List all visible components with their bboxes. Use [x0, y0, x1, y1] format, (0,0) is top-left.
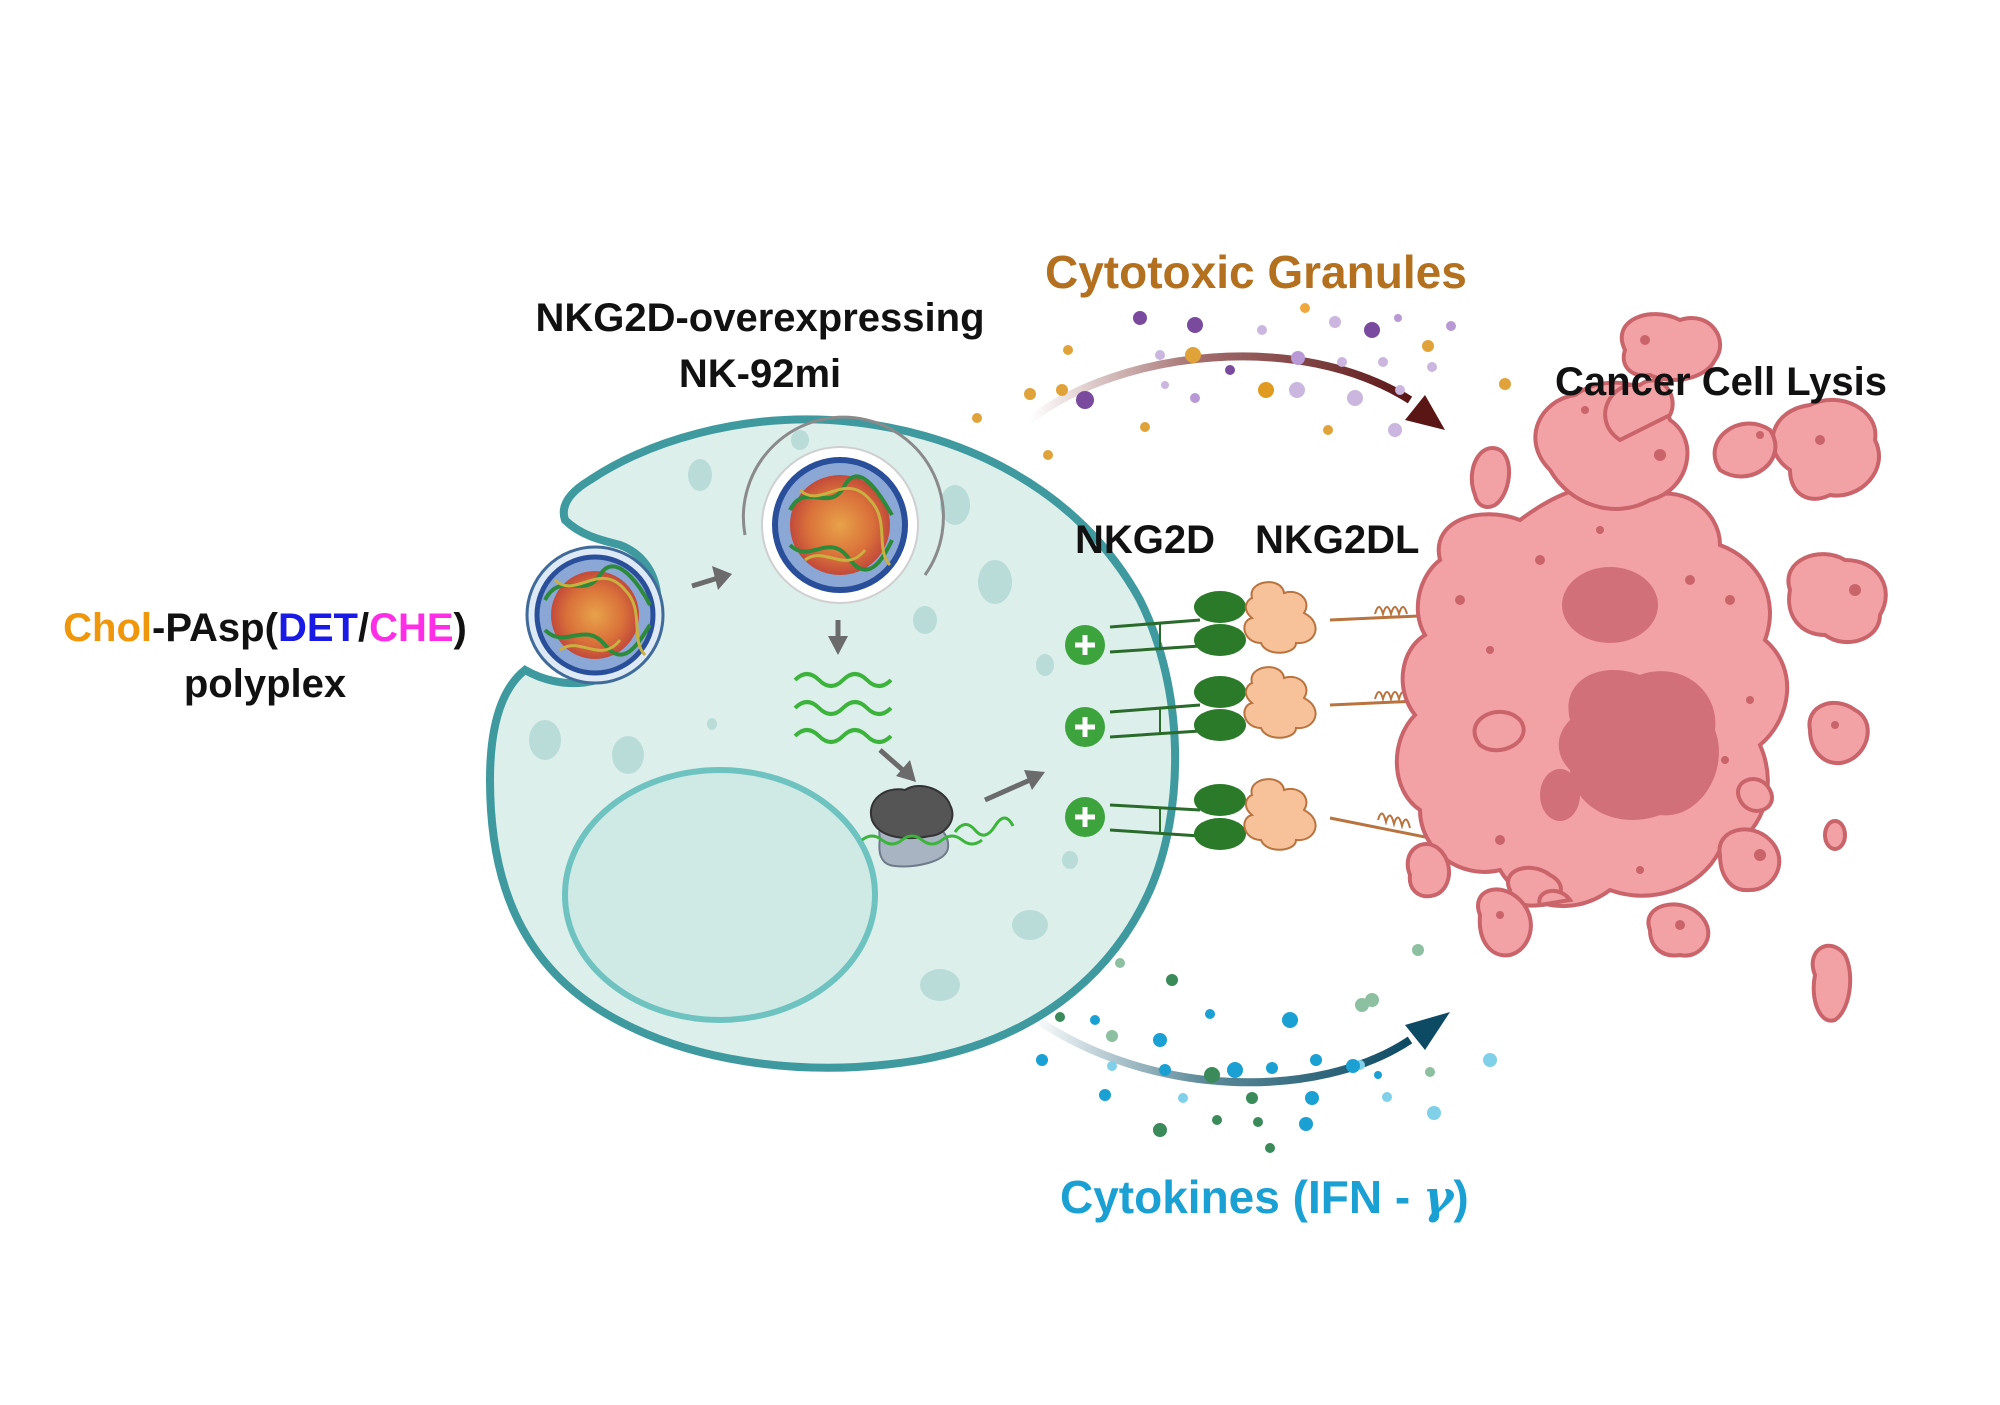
receptor-ligand-pair: [1065, 778, 1441, 851]
gamma-symbol: γ: [1422, 1170, 1454, 1224]
cytotoxic-granule-particles: [972, 303, 1511, 460]
che-text: CHE: [369, 606, 454, 650]
close-paren-text: ): [453, 606, 467, 650]
ribosome: [861, 785, 1015, 868]
granules-label: Cytotoxic Granules: [1045, 246, 1467, 298]
cancer-cell: [1394, 312, 1888, 1023]
cytokines-suffix: ): [1453, 1171, 1469, 1223]
receptor-ligand-pair: [1065, 581, 1441, 665]
cytokines-prefix: Cytokines (IFN -: [1060, 1171, 1423, 1223]
process-arrows: [691, 566, 1045, 803]
polyplex-label-line1: Chol-PAsp(DET/CHE): [10, 600, 520, 656]
lysis-label: Cancer Cell Lysis: [1555, 360, 1888, 404]
polyplex-label: Chol-PAsp(DET/CHE) polyplex: [10, 600, 520, 712]
cytokine-particles: [1036, 944, 1497, 1153]
nk-cell-title-line1: NKG2D-overexpressing: [535, 296, 985, 340]
nk-cell-title-line2: NK-92mi: [678, 352, 842, 396]
granule-arrow: [1027, 352, 1445, 430]
det-text: DET: [277, 606, 358, 650]
mrna-strands: [793, 672, 893, 744]
nk-cell-title: NKG2D-overexpressing NK-92mi: [440, 290, 1080, 402]
cytokine-arrow: [1027, 1011, 1450, 1087]
polyplex-label-line2: polyplex: [183, 662, 347, 706]
pasp-text: -PAsp(: [152, 606, 278, 650]
nk-vesicles: [529, 430, 1078, 1001]
endosome: [741, 415, 945, 604]
receptor-ligand-pairs: [1065, 581, 1441, 851]
polyplex-entering: [525, 545, 665, 685]
nk-nucleus: [562, 767, 878, 1023]
receptor-label: NKG2D: [1075, 518, 1216, 562]
ligand-label: NKG2DL: [1255, 518, 1420, 562]
cytokines-label: Cytokines (IFN - γ): [1060, 1170, 1469, 1224]
slash-text: /: [357, 606, 370, 650]
chol-text: Chol: [63, 606, 153, 650]
receptor-ligand-pair: [1065, 666, 1441, 747]
